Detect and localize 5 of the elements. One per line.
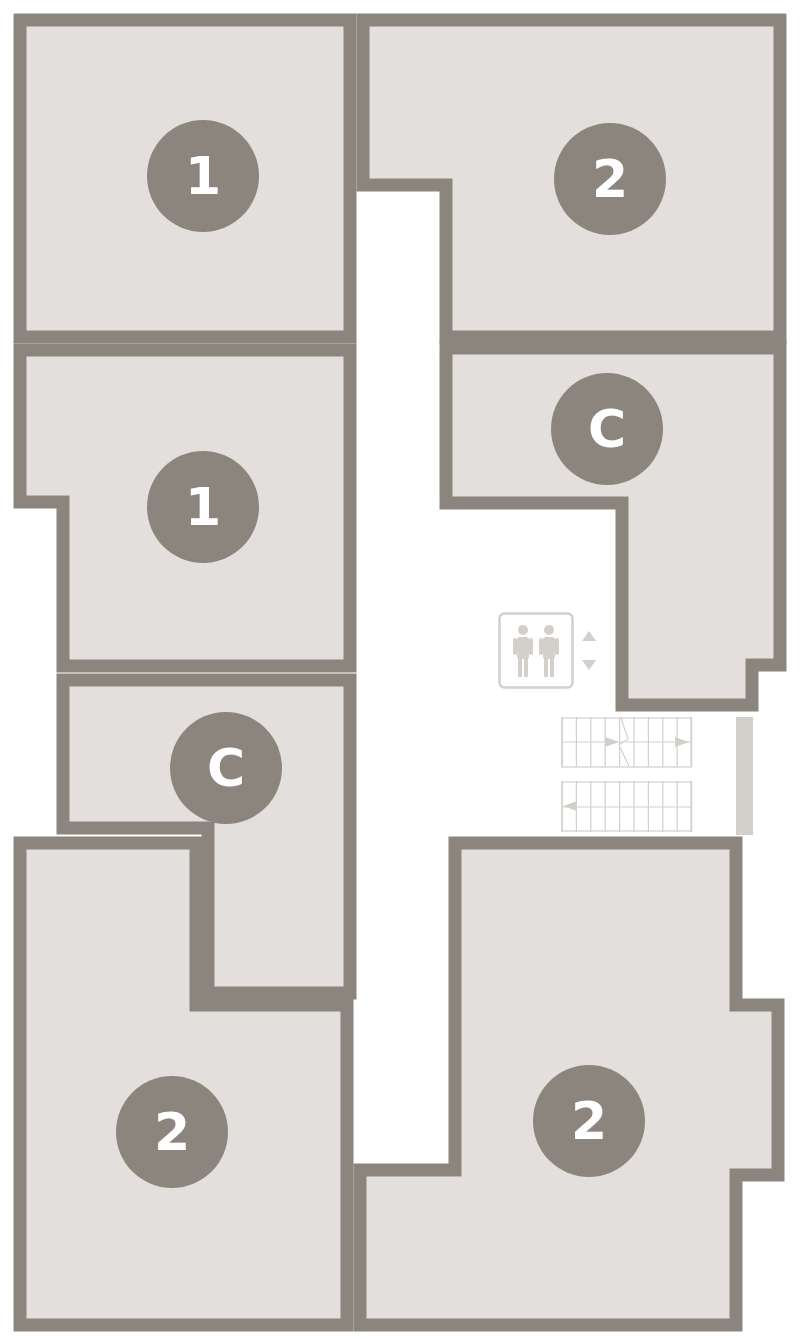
apartment-room <box>439 341 787 712</box>
apartment-room <box>13 13 357 344</box>
apartment-room <box>356 13 787 344</box>
apartment-room <box>353 836 785 1332</box>
apartment-room <box>13 343 357 673</box>
